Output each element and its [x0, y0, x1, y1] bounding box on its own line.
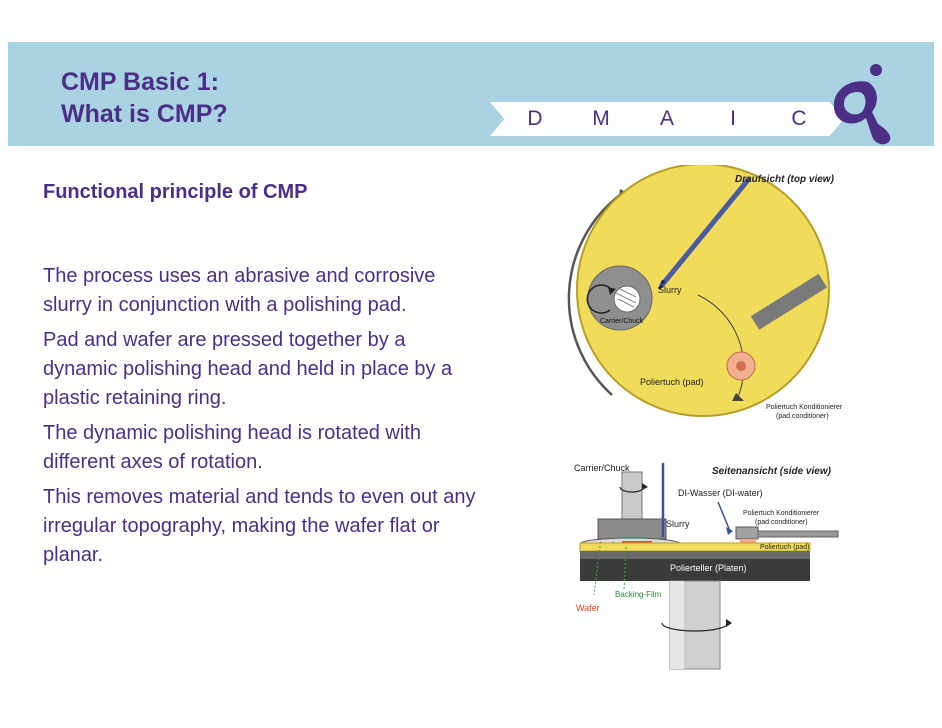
- title-line-2: What is CMP?: [61, 100, 228, 128]
- paragraph-1: The process uses an abrasive and corrosi…: [43, 265, 436, 316]
- label-conditioner-top-1: Poliertuch Konditionierer: [766, 404, 843, 411]
- top-view-diagram: Draufsicht (top view) Slurry Carrier/Chu…: [567, 165, 843, 420]
- label-carrier-side: Carrier/Chuck: [574, 463, 630, 473]
- paragraph-2: Pad and wafer are pressed together by a …: [43, 329, 453, 409]
- paragraph-3: The dynamic polishing head is rotated wi…: [43, 422, 421, 473]
- brand-logo-icon: [833, 64, 891, 145]
- cmp-diagram: Draufsicht (top view) Slurry Carrier/Chu…: [567, 165, 843, 670]
- pad-rotation-arc: [697, 294, 745, 398]
- label-conditioner-top-2: (pad conditioner): [776, 413, 829, 420]
- side-view-caption: Seitenansicht (side view): [712, 466, 832, 477]
- label-backing-film: Backing-Film: [615, 590, 662, 599]
- slide-title: CMP Basic 1: What is CMP?: [61, 66, 228, 130]
- conditioner-arm-side: [757, 530, 839, 538]
- conditioner-head-side: [735, 526, 759, 540]
- label-pad-top: Poliertuch (pad): [640, 377, 704, 387]
- label-slurry-side: Slurry: [666, 519, 690, 529]
- label-pad-side: Poliertuch (pad): [760, 544, 809, 551]
- label-conditioner-side-1: Poliertuch Konditionierer: [743, 510, 820, 517]
- label-wafer: Wafer: [576, 603, 600, 613]
- carrier-head-side: [597, 518, 667, 540]
- carrier-shaft: [621, 471, 643, 521]
- polishing-pad-top: [576, 165, 830, 417]
- label-di-water: DI-Wasser (DI-water): [678, 488, 763, 498]
- rotation-arrow-arc: [567, 194, 621, 396]
- label-carrier-top: Carrier/Chuck: [600, 318, 644, 325]
- conditioner-arm-top: [750, 273, 828, 330]
- di-water-nozzle: [717, 501, 731, 532]
- title-line-1: CMP Basic 1:: [61, 68, 219, 96]
- label-platen: Polierteller (Platen): [670, 563, 747, 573]
- label-conditioner-side-2: (pad conditioner): [755, 519, 808, 526]
- section-heading: Functional principle of CMP: [43, 181, 308, 203]
- label-slurry-top: Slurry: [658, 285, 682, 295]
- top-view-caption: Draufsicht (top view): [735, 174, 835, 185]
- body-text: The process uses an abrasive and corrosi…: [43, 262, 483, 576]
- paragraph-4: This removes material and tends to even …: [43, 486, 476, 566]
- slurry-nozzle-top: [659, 177, 751, 288]
- dmaic-step-c: C: [754, 102, 844, 136]
- side-view-diagram: Seitenansicht (side view) Carrier/Chuck …: [574, 463, 839, 670]
